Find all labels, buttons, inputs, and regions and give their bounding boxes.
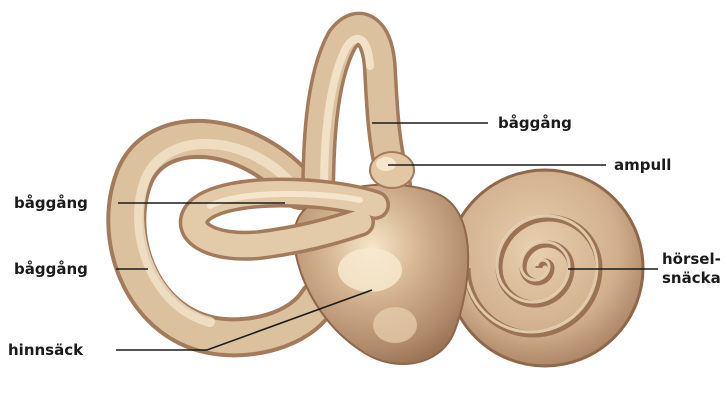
label-cochlea-line1: hörsel- [662, 250, 721, 268]
label-canal-left-lower: båggång [14, 260, 88, 278]
cochlea [447, 170, 643, 366]
ampulla [370, 152, 414, 188]
label-canal-top: båggång [498, 114, 572, 132]
semicircular-canal-left-upper [194, 193, 375, 246]
label-cochlea-line2: snäcka [662, 269, 721, 287]
inner-ear-anatomy [126, 29, 643, 366]
label-canal-left-upper: båggång [14, 194, 88, 212]
label-ampulla: ampull [614, 156, 671, 174]
label-vestibule: hinnsäck [8, 341, 84, 359]
